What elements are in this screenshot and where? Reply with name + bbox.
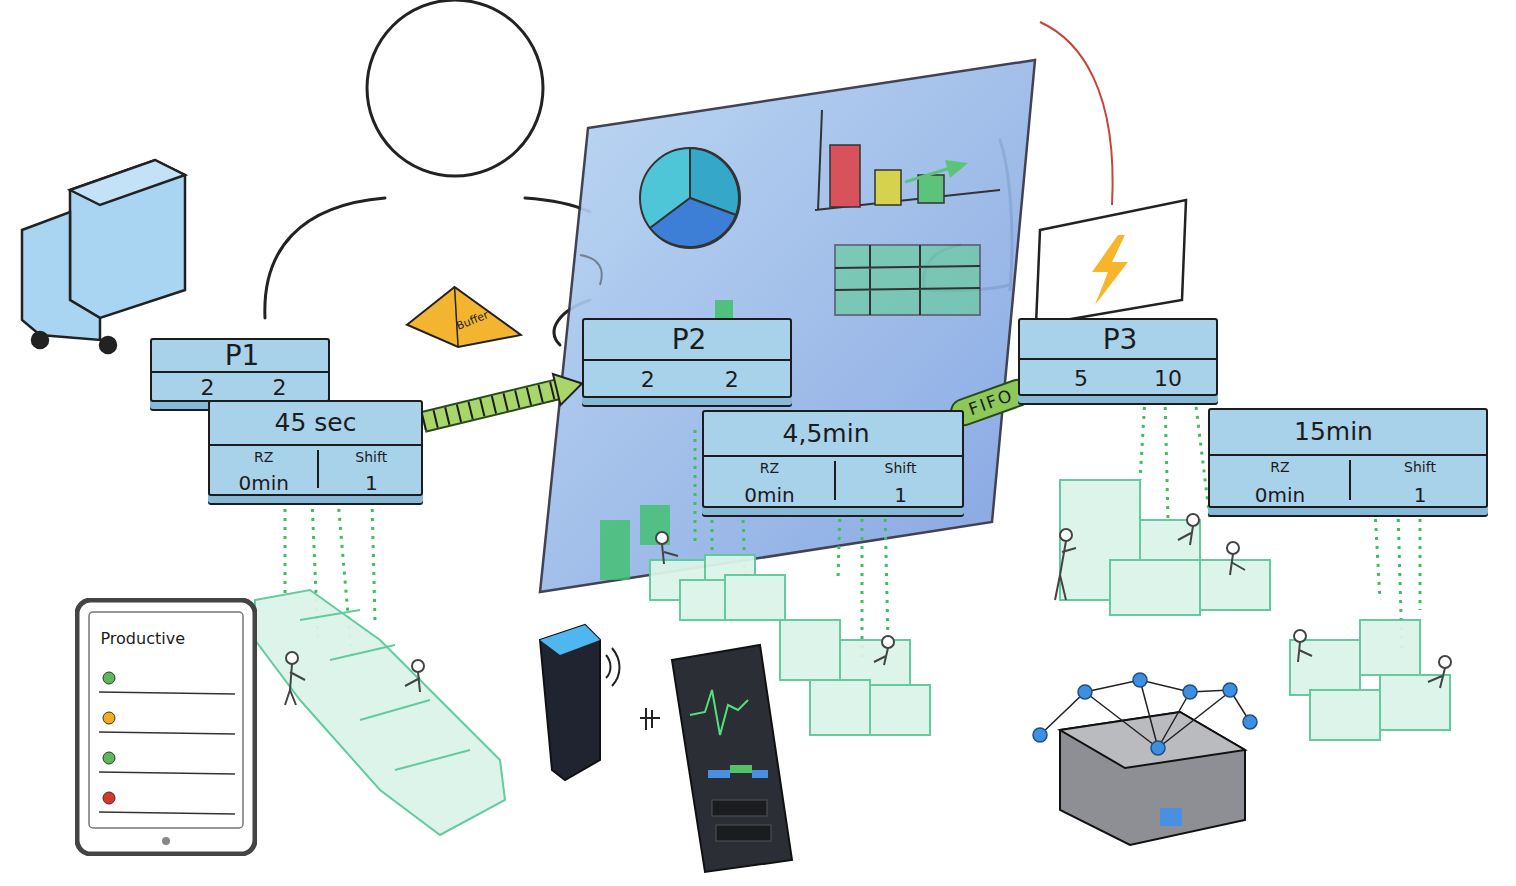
node-text: 10 xyxy=(1154,359,1216,398)
process-header-box: P122 xyxy=(150,338,330,402)
truck xyxy=(22,160,185,353)
node-text: Productive xyxy=(100,624,235,655)
tablet-frame xyxy=(77,600,255,854)
node-text: 1 xyxy=(1350,480,1490,510)
process-data-box: 15minRZShift0min1 xyxy=(1208,408,1488,508)
buffer-pyramid: Buffer xyxy=(405,285,523,349)
node-text: 5 xyxy=(1074,359,1118,398)
divider-line xyxy=(1210,454,1486,456)
node-text: 1 xyxy=(835,481,966,510)
status-dot xyxy=(103,672,115,684)
list-line xyxy=(99,812,235,814)
handheld-device xyxy=(640,645,792,872)
node-text: 0min xyxy=(704,481,835,510)
workstation-blocks xyxy=(255,480,1450,835)
node-text: 15min xyxy=(1294,410,1490,455)
node-text: Shift xyxy=(835,456,966,481)
node-text: RZ xyxy=(1210,455,1350,480)
divider-line xyxy=(1020,358,1216,360)
pyramid-face xyxy=(407,287,521,347)
worker-figure xyxy=(285,514,1451,705)
divider-line xyxy=(210,444,421,446)
list-line xyxy=(99,692,235,694)
home-button xyxy=(162,837,170,845)
tablet-screen-area xyxy=(89,612,243,828)
divider-line xyxy=(704,455,962,457)
divider-line xyxy=(1349,460,1351,500)
status-dot xyxy=(103,792,115,804)
node-text: 0min xyxy=(210,469,318,498)
dashboard-screen xyxy=(540,60,1035,592)
list-line xyxy=(99,732,235,734)
node-text: 2 xyxy=(725,360,790,400)
node-text: 0min xyxy=(1210,480,1350,510)
node-text: 2 xyxy=(641,360,687,400)
divider-line xyxy=(584,359,790,361)
node-text: Shift xyxy=(318,445,426,469)
node-text: 45 sec xyxy=(275,402,426,445)
process-data-box: 4,5minRZShift0min1 xyxy=(702,410,964,508)
tablet-screen: Productive xyxy=(75,598,257,856)
arrow-head xyxy=(553,374,582,405)
node-text: Shift xyxy=(1350,455,1490,480)
process-name: P3 xyxy=(1020,320,1220,359)
process-data-box: 45 secRZShift0min1 xyxy=(208,400,423,496)
process-header-box: P35 10 xyxy=(1018,318,1218,396)
process-header-box: P222 xyxy=(582,318,792,398)
node-text: RZ xyxy=(704,456,835,481)
lane-ribs xyxy=(423,389,559,422)
sensor-beacon xyxy=(540,625,620,780)
node-text: 4,5min xyxy=(783,412,966,456)
lane-body xyxy=(423,389,559,422)
node-text: 1 xyxy=(318,469,426,498)
status-dot xyxy=(103,752,115,764)
node-text: RZ xyxy=(210,445,318,469)
push-arrow xyxy=(423,374,582,422)
process-name: P2 xyxy=(584,320,794,360)
status-dot xyxy=(103,712,115,724)
factory-network xyxy=(1033,673,1257,845)
divider-line xyxy=(317,450,319,488)
divider-line xyxy=(834,461,836,500)
alert-monitor xyxy=(1036,22,1186,325)
lane-outline xyxy=(423,389,559,422)
process-name: P1 xyxy=(152,340,332,372)
list-line xyxy=(99,772,235,774)
